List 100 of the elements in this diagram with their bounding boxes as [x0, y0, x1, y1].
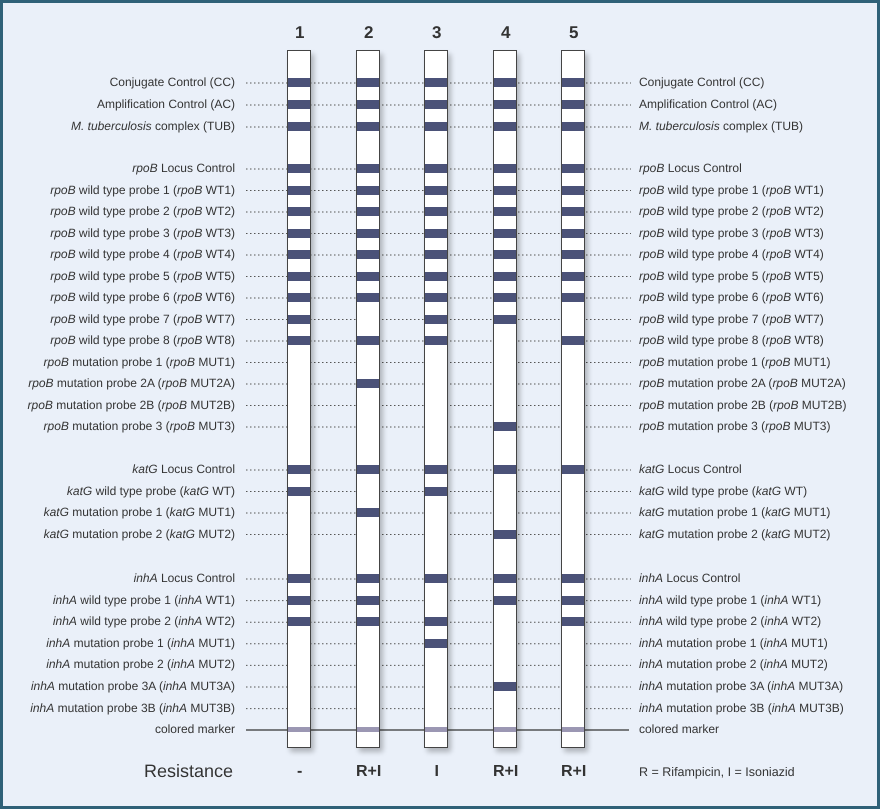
probe-label: katG mutation probe 1 (katG MUT1) — [639, 505, 830, 519]
probe-label: rpoB mutation probe 3 (rpoB MUT3) — [44, 419, 235, 433]
probe-band — [494, 228, 516, 238]
probe-label: rpoB wild type probe 3 (rpoB WT3) — [639, 226, 824, 240]
probe-band — [562, 272, 584, 280]
probe-band — [562, 164, 584, 173]
marker-band — [494, 727, 516, 732]
probe-band — [357, 465, 379, 474]
resistance-result: R+I — [493, 762, 518, 782]
probe-band — [425, 122, 447, 131]
probe-label: katG mutation probe 2 (katG MUT2) — [639, 526, 830, 540]
probe-band — [494, 574, 516, 583]
probe-band — [357, 186, 379, 194]
probe-band — [288, 293, 310, 302]
probe-band — [288, 465, 310, 474]
probe-label: inhA wild type probe 1 (inhA WT1) — [52, 592, 235, 607]
probe-band — [357, 207, 379, 216]
probe-band — [357, 228, 379, 238]
lane-number: 2 — [364, 23, 374, 43]
probe-label: M. tuberculosis complex (TUB) — [639, 119, 804, 133]
probe-label: inhA mutation probe 2 (inhA MUT2) — [639, 657, 828, 672]
probe-band — [494, 78, 516, 87]
probe-band — [494, 465, 516, 474]
probe-label: rpoB Locus Control — [132, 161, 235, 175]
probe-band — [357, 336, 379, 345]
probe-band — [494, 207, 516, 216]
probe-band — [562, 207, 584, 216]
probe-band — [288, 186, 310, 194]
probe-band — [357, 617, 379, 626]
probe-band — [494, 164, 516, 173]
probe-band — [288, 314, 310, 324]
probe-band — [288, 164, 310, 173]
probe-band — [425, 336, 447, 345]
probe-label: rpoB mutation probe 3 (rpoB MUT3) — [639, 419, 830, 433]
test-strip — [424, 50, 448, 748]
probe-label: rpoB Locus Control — [639, 161, 742, 175]
probe-label: katG wild type probe (katG WT) — [66, 484, 235, 498]
probe-label: rpoB mutation probe 2A (rpoB MUT2A) — [28, 376, 235, 390]
probe-band — [357, 164, 379, 173]
probe-band — [288, 336, 310, 345]
probe-band — [357, 78, 379, 87]
probe-label: rpoB mutation probe 2B (rpoB MUT2B) — [28, 398, 235, 412]
row-heading: Resistance — [144, 760, 233, 782]
probe-band — [425, 228, 447, 238]
probe-label: rpoB wild type probe 3 (rpoB WT3) — [50, 226, 235, 240]
test-strip — [287, 50, 311, 748]
footnote: R = Rifampicin, I = Isoniazid — [639, 765, 795, 779]
probe-label: inhA wild type probe 2 (inhA WT2) — [52, 614, 235, 628]
probe-band — [425, 78, 447, 87]
probe-label: katG mutation probe 2 (katG MUT2) — [44, 526, 235, 540]
probe-band — [425, 617, 447, 626]
probe-label: rpoB wild type probe 8 (rpoB WT8) — [639, 333, 824, 347]
probe-band — [288, 250, 310, 259]
probe-label: rpoB mutation probe 2B (rpoB MUT2B) — [639, 398, 846, 412]
probe-band — [562, 465, 584, 474]
probe-band — [357, 250, 379, 259]
probe-label: rpoB wild type probe 2 (rpoB WT2) — [639, 204, 824, 218]
probe-label: inhA Locus Control — [639, 571, 740, 585]
probe-band — [425, 314, 447, 324]
probe-label: inhA mutation probe 2 (inhA MUT2) — [46, 657, 235, 672]
probe-label: rpoB wild type probe 6 (rpoB WT6) — [50, 290, 235, 304]
probe-band — [357, 379, 379, 388]
lane-number: 1 — [295, 23, 304, 43]
lane-number: 4 — [501, 23, 510, 43]
probe-label: Amplification Control (AC) — [639, 97, 778, 111]
probe-band — [562, 596, 584, 605]
probe-label: M. tuberculosis complex (TUB) — [70, 119, 235, 133]
probe-label: rpoB wild type probe 7 (rpoB WT7) — [50, 312, 235, 326]
probe-band — [494, 122, 516, 131]
probe-band — [425, 486, 447, 496]
probe-label: katG wild type probe (katG WT) — [639, 484, 808, 498]
probe-label: rpoB wild type probe 8 (rpoB WT8) — [50, 333, 235, 347]
probe-band — [425, 638, 447, 648]
probe-label: Amplification Control (AC) — [96, 97, 235, 111]
probe-label: rpoB mutation probe 2A (rpoB MUT2A) — [639, 376, 846, 390]
probe-band — [562, 250, 584, 259]
probe-band — [425, 100, 447, 109]
probe-label: inhA mutation probe 3B (inhA MUT3B) — [639, 700, 844, 715]
probe-label: rpoB wild type probe 2 (rpoB WT2) — [50, 204, 235, 218]
probe-label: rpoB wild type probe 4 (rpoB WT4) — [50, 247, 235, 261]
probe-label: Conjugate Control (CC) — [639, 75, 764, 89]
probe-label: inhA wild type probe 1 (inhA WT1) — [639, 592, 822, 607]
probe-label: rpoB wild type probe 5 (rpoB WT5) — [639, 268, 824, 282]
probe-band — [494, 272, 516, 280]
resistance-result: R+I — [561, 762, 586, 782]
probe-label: rpoB wild type probe 5 (rpoB WT5) — [50, 268, 235, 282]
probe-band — [494, 682, 516, 691]
probe-label: rpoB wild type probe 1 (rpoB WT1) — [50, 182, 235, 196]
probe-band — [494, 250, 516, 259]
marker-band — [288, 727, 310, 732]
probe-label: rpoB wild type probe 4 (rpoB WT4) — [639, 247, 824, 261]
marker-band — [425, 727, 447, 732]
probe-band — [425, 574, 447, 583]
probe-label: katG Locus Control — [639, 462, 742, 476]
probe-label: rpoB wild type probe 6 (rpoB WT6) — [639, 290, 824, 304]
probe-label: inhA mutation probe 1 (inhA MUT1) — [639, 636, 828, 650]
probe-label: inhA wild type probe 2 (inhA WT2) — [639, 614, 822, 628]
probe-band — [425, 186, 447, 194]
probe-band — [494, 314, 516, 324]
probe-band — [562, 336, 584, 345]
